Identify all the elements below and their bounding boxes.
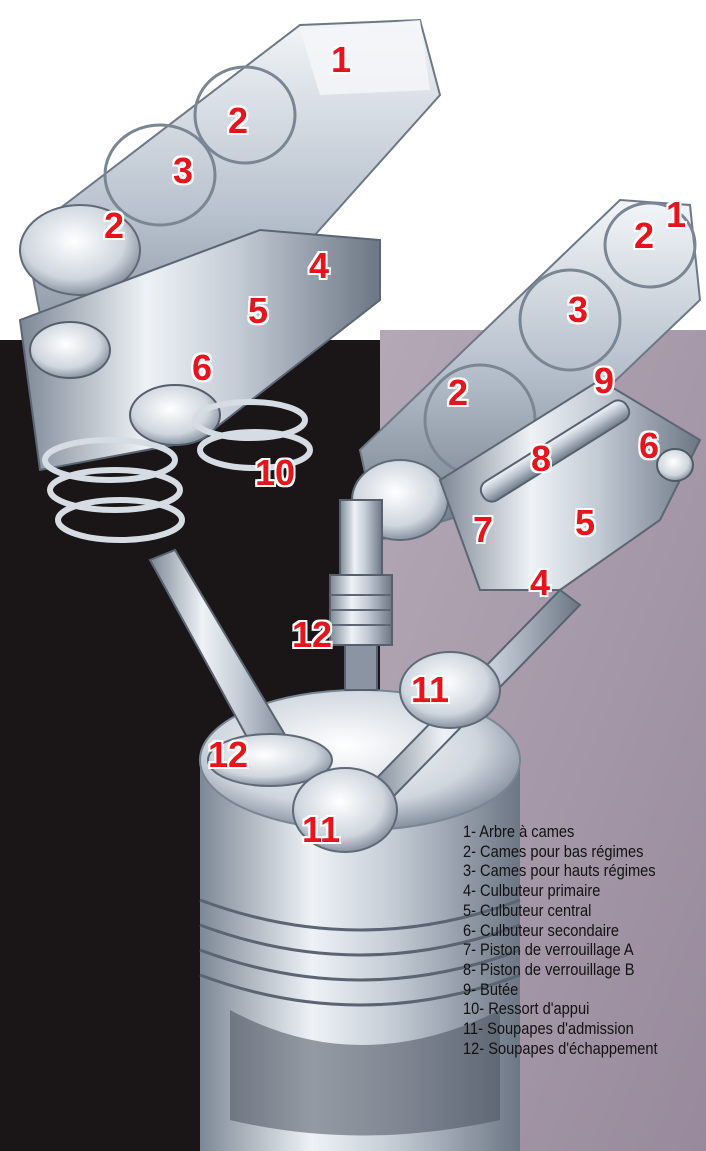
callout-1-left: 1 [331, 42, 351, 78]
legend-item-12: 12- Soupapes d'échappement [463, 1039, 672, 1059]
callout-8: 8 [531, 441, 551, 477]
legend-item-5: 5- Culbuteur central [463, 901, 672, 921]
callout-2-right-lower: 2 [448, 375, 468, 411]
callout-12-valve: 12 [208, 737, 248, 773]
callout-3-left: 3 [173, 153, 193, 189]
callout-2-left-lower: 2 [104, 208, 124, 244]
callout-7: 7 [473, 512, 493, 548]
legend-item-7: 7- Piston de verrouillage A [463, 940, 672, 960]
callout-2-left-upper: 2 [228, 103, 248, 139]
legend-item-6: 6- Culbuteur secondaire [463, 921, 672, 941]
callout-1-right: 1 [666, 197, 686, 233]
callout-5-right: 5 [575, 505, 595, 541]
callout-5-left: 5 [248, 293, 268, 329]
callout-4-right: 4 [530, 565, 550, 601]
legend-item-2: 2- Cames pour bas régimes [463, 842, 672, 862]
legend-item-1: 1- Arbre à cames [463, 822, 672, 842]
callout-11-left: 11 [302, 812, 340, 848]
callout-9: 9 [594, 363, 614, 399]
legend: 1- Arbre à cames 2- Cames pour bas régim… [463, 822, 672, 1058]
legend-item-9: 9- Butée [463, 980, 672, 1000]
callout-2-right-upper: 2 [634, 218, 654, 254]
callout-6-right: 6 [639, 428, 659, 464]
callout-4-left: 4 [309, 248, 329, 284]
callout-11-right: 11 [411, 672, 449, 708]
callout-3-right: 3 [568, 292, 588, 328]
legend-item-10: 10- Ressort d'appui [463, 999, 672, 1019]
legend-item-11: 11- Soupapes d'admission [463, 1019, 672, 1039]
callout-12-plug: 12 [292, 617, 332, 653]
callout-10: 10 [255, 455, 295, 491]
legend-item-8: 8- Piston de verrouillage B [463, 960, 672, 980]
legend-item-3: 3- Cames pour hauts régimes [463, 861, 672, 881]
legend-item-4: 4- Culbuteur primaire [463, 881, 672, 901]
callout-6-left: 6 [192, 350, 212, 386]
